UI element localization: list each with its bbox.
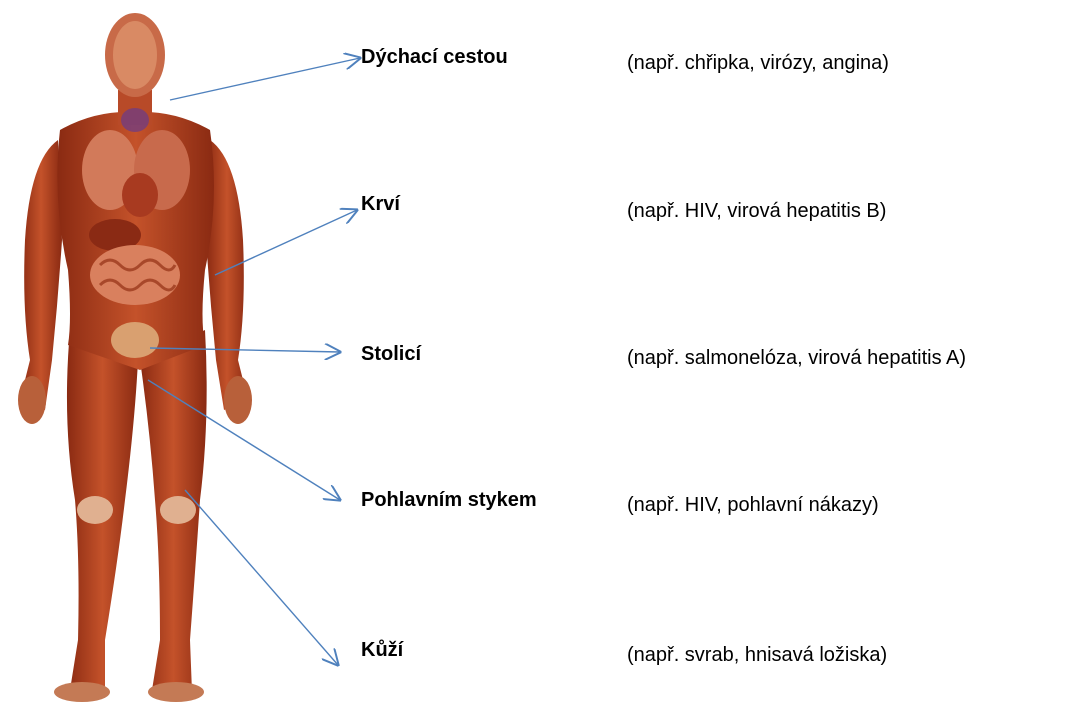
example-blood: (např. HIV, virová hepatitis B) (627, 199, 886, 223)
route-label-sexual: Pohlavním stykem (361, 488, 537, 512)
example-stool: (např. salmonelóza, virová hepatitis A) (627, 346, 966, 370)
example-sexual: (např. HIV, pohlavní nákazy) (627, 493, 879, 517)
route-label-skin: Kůží (361, 638, 403, 662)
example-skin: (např. svrab, hnisavá ložiska) (627, 643, 887, 667)
human-body (18, 13, 252, 702)
route-label-blood: Krví (361, 192, 400, 216)
example-breathing: (např. chřipka, virózy, angina) (627, 51, 889, 75)
arrow-skin (185, 490, 338, 665)
arrow-breathing (170, 58, 360, 100)
route-label-breathing: Dýchací cestou (361, 45, 508, 69)
route-label-stool: Stolicí (361, 342, 421, 366)
